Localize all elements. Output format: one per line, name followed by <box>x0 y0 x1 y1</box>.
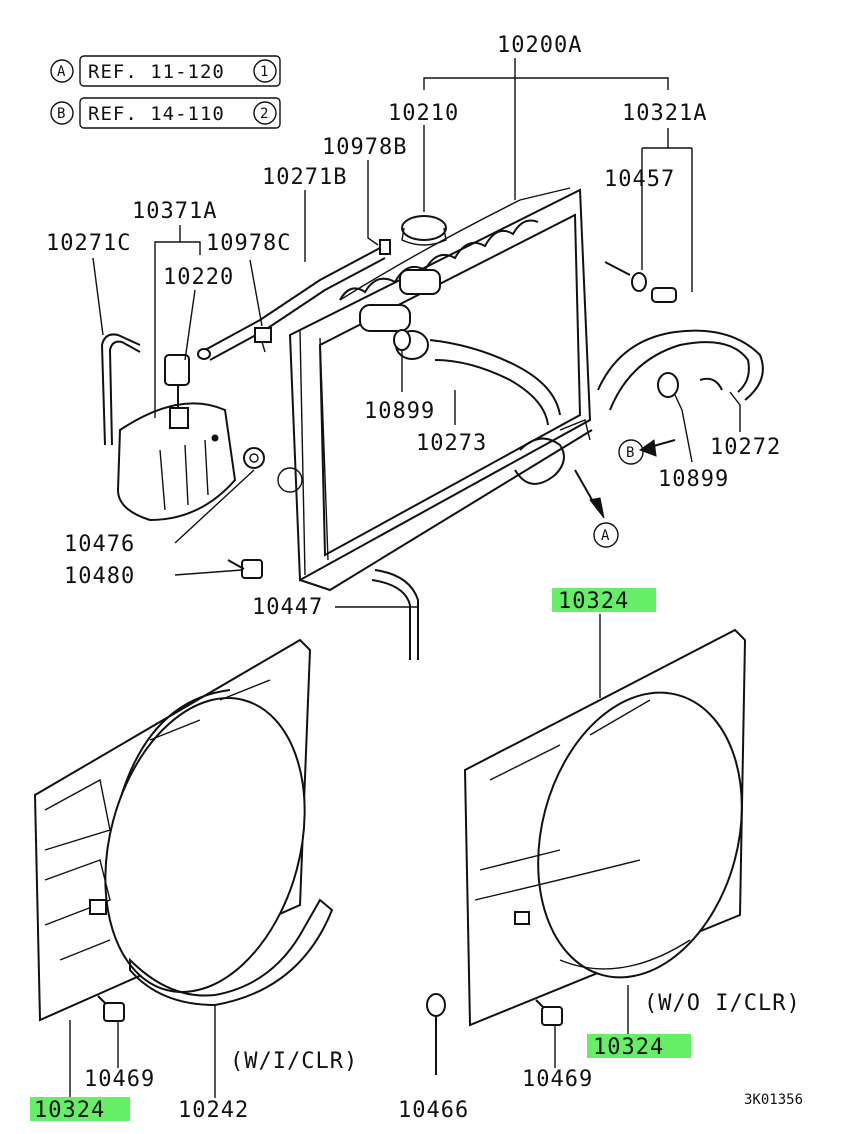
marker-a: A <box>593 522 619 548</box>
drawing-code: 3K01356 <box>744 1092 803 1108</box>
hose-10272 <box>609 341 750 411</box>
marker-b-text: B <box>626 445 634 461</box>
reference-b-marker: B <box>57 106 65 122</box>
clamp-10899-lower <box>657 372 683 411</box>
note-without-intercooler: (W/O I/CLR) <box>644 991 801 1016</box>
label-10899-upper: 10899 <box>364 399 435 424</box>
label-10469-left: 10469 <box>84 1067 155 1092</box>
fan-shroud-without-intercooler <box>463 628 747 1027</box>
label-10271c: 10271C <box>46 231 131 256</box>
label-10271b: 10271B <box>262 165 347 190</box>
marker-a-text: A <box>601 528 610 544</box>
radiator <box>277 187 593 592</box>
hose-10447 <box>374 569 419 660</box>
highlight-10324-bottom-left <box>30 1097 130 1121</box>
nut-10466 <box>426 993 446 1075</box>
label-10480: 10480 <box>64 564 135 589</box>
reference-a-circled: 1 <box>260 64 268 80</box>
reserve-tank <box>116 354 237 522</box>
label-10220: 10220 <box>163 265 234 290</box>
reference-b-text: REF. 14-110 <box>88 103 225 125</box>
label-10466: 10466 <box>398 1098 469 1123</box>
reference-b: B REF. 14-110 2 <box>50 97 281 129</box>
hose-10273 <box>434 359 549 426</box>
drain-plug-10321a <box>604 261 677 303</box>
clip-10978c <box>254 327 272 353</box>
label-10371a: 10371A <box>132 199 217 224</box>
highlight-10324-top <box>552 588 656 612</box>
grommet-10476 <box>243 447 265 469</box>
note-with-intercooler: (W/I/CLR) <box>230 1049 358 1074</box>
label-10476: 10476 <box>64 532 135 557</box>
marker-b: B <box>618 439 644 465</box>
label-10200a: 10200A <box>497 33 582 58</box>
label-10324-top: 10324 <box>558 589 629 614</box>
label-10899-lower: 10899 <box>658 467 729 492</box>
label-10273: 10273 <box>416 431 487 456</box>
hose-10271c <box>100 333 141 446</box>
label-10210: 10210 <box>388 101 459 126</box>
highlight-10324-bottom-right <box>587 1034 691 1058</box>
washer-10457 <box>631 272 647 292</box>
label-10447: 10447 <box>252 595 323 620</box>
fan-shroud-with-intercooler <box>33 638 334 1022</box>
label-10457: 10457 <box>604 167 675 192</box>
label-10324-bottom-left: 10324 <box>34 1098 105 1123</box>
reference-b-circled: 2 <box>260 106 268 122</box>
label-10321a: 10321A <box>622 101 707 126</box>
bolt-10469-left <box>97 995 125 1022</box>
bolt-10480 <box>227 559 263 579</box>
radiator-cap-10210 <box>401 215 447 246</box>
clamp-10899-upper <box>393 329 411 378</box>
label-10978c: 10978C <box>206 231 291 256</box>
bolt-10469-right <box>535 999 563 1026</box>
label-10469-right: 10469 <box>522 1067 593 1092</box>
label-10324-bottom-right: 10324 <box>593 1035 664 1060</box>
label-10272: 10272 <box>710 435 781 460</box>
label-10242: 10242 <box>178 1098 249 1123</box>
leader-lines <box>69 58 741 1098</box>
reference-a: A REF. 11-120 1 <box>50 55 281 87</box>
reference-a-marker: A <box>57 64 66 80</box>
reference-a-text: REF. 11-120 <box>88 61 225 83</box>
clip-10978b <box>379 239 391 255</box>
label-10978b: 10978B <box>322 135 407 160</box>
